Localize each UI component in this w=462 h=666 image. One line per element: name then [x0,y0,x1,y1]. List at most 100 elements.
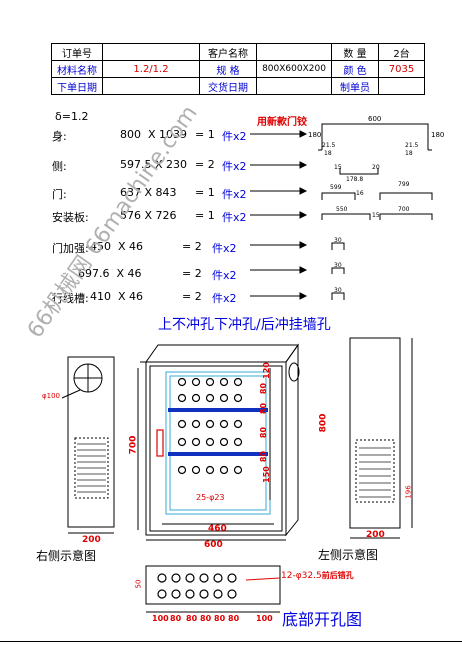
hole-spacing-label: 120 [261,362,271,379]
front-view [137,343,300,541]
bottom-hole [213,573,223,583]
part-dims: 410 X 46 [90,290,144,303]
side-width-left: 200 [82,535,101,545]
knockout-hole [219,419,229,429]
page-bottom-rule [0,641,462,642]
side-height: 700 [128,435,139,455]
bottom-hole [157,573,167,583]
side-width-dim: 178.8 [346,176,364,183]
part-name: 侧: [52,160,67,173]
door-handle [156,429,164,457]
knockout-hole [177,419,187,429]
right-vent: 196 [404,485,413,499]
body-flange-right: 21.5 [405,142,419,149]
body-lip-right: 18 [405,150,413,157]
inner-width: 460 [208,524,227,534]
bottom-hole [171,589,181,599]
side-a-dim: 15 [334,164,342,171]
knockout-hole [205,419,215,429]
bottom-hole [171,573,181,583]
knockout-hole [219,393,229,403]
bottom-leader [245,577,281,581]
body-lip-left: 18 [324,150,332,157]
left-side-vent [359,447,391,498]
bottom-spacing-label: 80 [214,614,226,623]
right-width: 200 [366,530,385,540]
knockout-hole [233,377,243,387]
door-side-dim: 16 [356,190,364,197]
knockout-hole [205,437,215,447]
bottom-spacing-label: 80 [200,614,212,623]
bottom-hole [185,589,195,599]
plate2-dim: 700 [398,206,410,213]
part-dims: 576 X 726 [120,209,177,222]
part-dims: 637 X 843 [120,186,177,199]
right-side-vent [77,443,106,493]
body-profile [318,123,432,151]
knockout-hole [233,419,243,429]
small-dim-1: 30 [334,237,342,244]
knockout-hole [219,465,229,475]
side-profile [339,168,379,175]
right-side-view [61,356,115,534]
part-name: 身: [52,130,67,143]
part-dims: 697.6 X 46 [78,267,142,280]
bottom-spacing-label: 100 [152,614,169,623]
section-title: 上不冲孔下冲孔/后冲挂墙孔 [158,317,331,333]
part-unit: 件x2 [222,130,247,143]
part-qty: = 1 [195,186,215,199]
small-dim-3: 30 [334,287,342,294]
knockout-hole [233,437,243,447]
knockout-hole [205,465,215,475]
body-top-dim: 600 [368,115,382,123]
part-name: 门加强: [52,242,89,255]
part-qty: = 2 [182,267,202,280]
knockout-hole [177,377,187,387]
arrows [250,130,308,300]
body-note: 用新款门铰 [257,117,307,128]
knockout-hole [219,437,229,447]
part-name: 安装板: [52,211,89,224]
knockout-hole [177,437,187,447]
part-qty: = 2 [195,158,215,171]
bottom-hole [199,573,209,583]
knockout-holes [177,377,243,475]
knockout-hole [205,393,215,403]
left-side-caption: 左侧示意图 [318,548,379,562]
door-top1-dim: 599 [330,184,342,191]
maker-value[interactable] [378,77,425,95]
knockout-hole [205,377,215,387]
holes-note: 25-φ23 [196,493,225,502]
thickness-label: δ=1.2 [55,110,89,123]
bottom-holes [157,573,237,599]
bottom-caption: 底部开孔图 [282,610,363,629]
hole-spacing-label: 80 [259,382,269,395]
hole-spacing-label: 80 [259,402,269,415]
bottom-hole [213,589,223,599]
right-height: 800 [318,413,329,433]
part-qty: = 2 [182,290,202,303]
knockout-hole [219,377,229,387]
bottom-hole [157,589,167,599]
bottom-note: 12-φ32.5前后错孔 [281,571,354,581]
plate1-dim: 550 [336,206,348,213]
door-profile [321,192,433,200]
part-unit: 件x2 [212,292,237,305]
body-flange-left: 21.5 [322,142,336,149]
hole-spacing-label: 80 [259,426,269,439]
knockout-hole [177,393,187,403]
knockout-hole [233,393,243,403]
part-qty: = 2 [182,240,202,253]
left-side-view [349,337,413,539]
front-width: 600 [204,540,223,550]
bottom-height: 50 [134,579,143,589]
order-header-table: 订单号 客户名称 数 量 2台 材料名称 1.2/1.2 规 格 800X600… [51,43,425,95]
body-side-left-dim: 180 [308,131,322,139]
knockout-hole [177,465,187,475]
part-name: 行线槽: [52,292,89,305]
part-unit: 件x2 [212,242,237,255]
part-qty: = 1 [195,209,215,222]
bottom-hole [227,589,237,599]
small-profiles [331,242,345,300]
